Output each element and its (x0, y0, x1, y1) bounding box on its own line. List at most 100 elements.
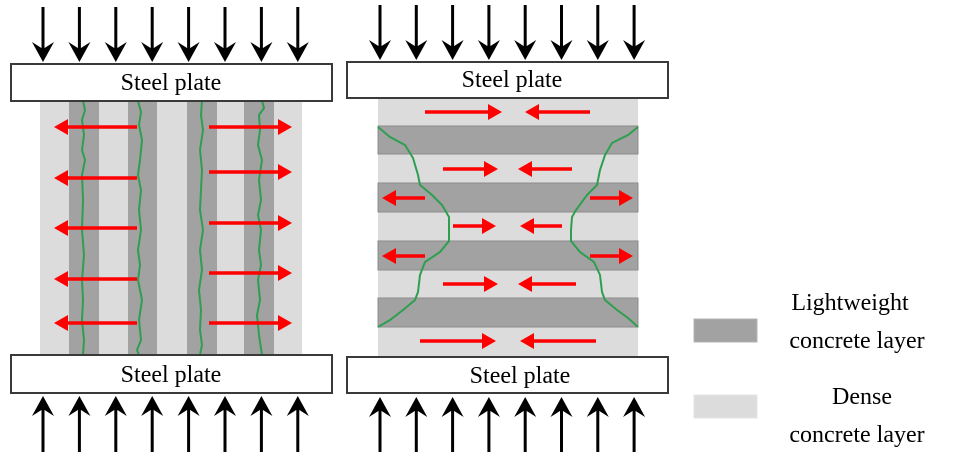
stress-arrow (209, 215, 292, 231)
crack-line (255, 100, 266, 356)
load-arrow-down (477, 5, 500, 60)
load-arrow-up (32, 396, 54, 452)
left-bottom-load-arrows (32, 396, 309, 452)
arrow-head (104, 42, 127, 62)
arrow-head (54, 271, 68, 287)
load-arrow-up (477, 397, 500, 452)
arrow-head (278, 215, 292, 231)
arrow-head (550, 397, 573, 417)
arrow-head (520, 218, 534, 234)
arrow-head (619, 190, 633, 206)
load-arrow-down (441, 5, 464, 60)
arrow-head (619, 248, 633, 264)
arrow-head (54, 119, 68, 135)
load-arrow-up (514, 397, 537, 452)
arrow-head (484, 161, 498, 177)
arrow-head (54, 170, 68, 186)
legend-label-line2: concrete layer (789, 328, 924, 354)
arrow-head (477, 397, 500, 417)
stress-arrow (590, 248, 633, 264)
load-arrow-down (68, 7, 91, 62)
arrow-head (477, 40, 500, 60)
left-stress-arrows (54, 119, 292, 331)
stress-arrow (518, 276, 576, 292)
load-arrow-down (405, 5, 428, 60)
arrow-head (54, 315, 68, 331)
right-specimen: Steel plate Steel plate (346, 5, 669, 452)
load-arrow-up (441, 397, 464, 452)
lightweight-concrete-layer (377, 125, 639, 155)
load-arrow-up (550, 397, 573, 452)
arrow-head (214, 42, 236, 62)
arrow-head (482, 218, 496, 234)
load-arrow-up (104, 396, 127, 452)
left-cracks (80, 100, 266, 356)
load-arrow-up (141, 396, 164, 452)
load-arrow-up (177, 396, 200, 452)
load-arrow-up (586, 397, 609, 452)
stress-arrow (420, 333, 496, 349)
load-arrow-down (214, 7, 236, 62)
arrow-head (369, 40, 391, 60)
arrow-head (550, 40, 573, 60)
arrow-head (520, 333, 534, 349)
load-arrow-up (369, 397, 391, 452)
stress-arrow (382, 190, 425, 206)
stress-arrow (209, 119, 292, 135)
right-cracks (377, 126, 639, 328)
load-arrow-up (623, 397, 646, 452)
arrow-head (278, 164, 292, 180)
top-plate-label: Steel plate (462, 67, 563, 93)
right-stress-arrows (382, 104, 633, 349)
bottom-plate-label: Steel plate (470, 363, 571, 389)
arrow-head (278, 265, 292, 281)
arrow-head (286, 42, 309, 62)
stress-arrow (453, 218, 496, 234)
right-top-steel-plate: Steel plate (346, 61, 669, 99)
load-arrow-down (369, 5, 391, 60)
load-arrow-down (623, 5, 646, 60)
legend-swatch-dense (693, 394, 758, 419)
stress-arrow (209, 315, 292, 331)
load-arrow-down (250, 7, 273, 62)
bottom-plate-label: Steel plate (121, 362, 222, 388)
arrow-head (518, 161, 532, 177)
crack-line (570, 126, 639, 328)
legend-label-line1: Lightweight (791, 290, 909, 316)
stress-arrow (443, 276, 498, 292)
arrow-head (514, 397, 537, 417)
arrow-head (441, 40, 464, 60)
arrow-head (68, 42, 91, 62)
arrow-head (177, 396, 200, 416)
load-arrow-down (177, 7, 200, 62)
crack-line (80, 100, 87, 356)
stress-arrow (54, 315, 137, 331)
arrow-head (141, 42, 164, 62)
legend-label-line2: concrete layer (789, 422, 924, 448)
load-arrow-down (32, 7, 54, 62)
right-specimen-body (377, 98, 639, 357)
load-arrow-down (550, 5, 573, 60)
arrow-head (250, 42, 273, 62)
arrow-head (586, 397, 609, 417)
legend-swatch-lightweight (693, 318, 758, 343)
arrow-head (382, 248, 396, 264)
left-top-steel-plate: Steel plate (10, 63, 333, 102)
arrow-head (278, 119, 292, 135)
stress-arrow (520, 333, 596, 349)
arrow-head (623, 40, 646, 60)
load-arrow-down (141, 7, 164, 62)
arrow-head (286, 396, 309, 416)
stress-arrow (525, 104, 590, 120)
arrow-head (484, 276, 498, 292)
left-specimen: Steel plate Steel plate (10, 7, 333, 452)
stress-arrow (518, 161, 572, 177)
arrow-head (177, 42, 200, 62)
arrow-head (518, 276, 532, 292)
right-bottom-steel-plate: Steel plate (346, 356, 669, 394)
stress-arrow (590, 190, 633, 206)
arrow-head (278, 315, 292, 331)
arrow-head (382, 190, 396, 206)
load-arrow-up (214, 396, 236, 452)
stress-arrow (425, 104, 502, 120)
